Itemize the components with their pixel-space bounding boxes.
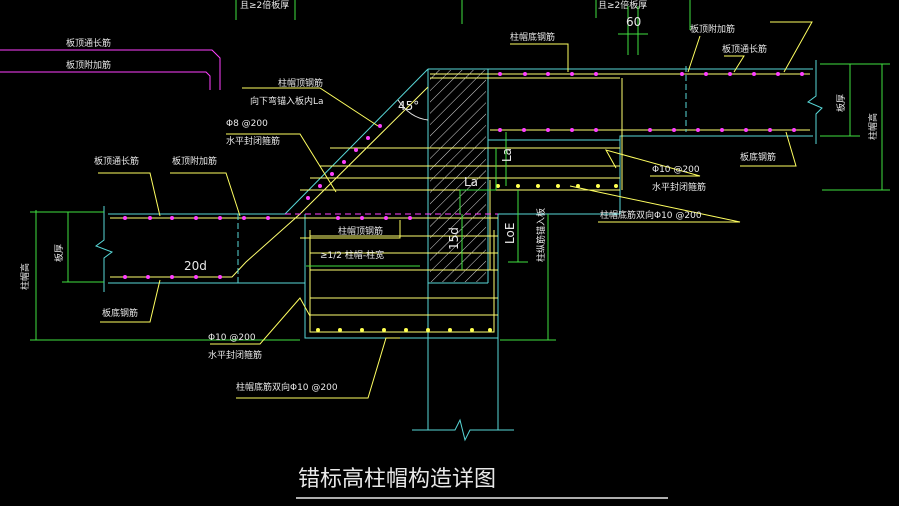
- dim-20d-label: 20d: [184, 259, 207, 273]
- phi10-right-label: Φ10 @200: [652, 165, 700, 175]
- slab-top-through-right-label: 板顶通长筋: [722, 43, 767, 55]
- slab-top-add-right-label: 板顶附加筋: [690, 23, 735, 35]
- dim-60: 60: [626, 15, 641, 29]
- horiz-stirrup-bottom-label: 水平封闭箍筋: [208, 349, 262, 361]
- d15-label: 15d: [447, 227, 461, 250]
- angle-arc: [397, 99, 429, 121]
- slab-top-through-left-label: 板顶通长筋: [66, 37, 111, 49]
- cap-top-bar-label: 柱帽顶钢筋: [278, 77, 323, 89]
- la-label-1: La: [464, 175, 478, 189]
- col-cap-bottom-right-label: 柱帽底钢筋: [510, 31, 555, 43]
- top-left-notes: 且≥2倍板厚 且≥2倍板厚 60: [235, 0, 691, 55]
- phi10-bottom-label: Φ10 @200: [208, 333, 256, 343]
- top-note-right: 且≥2倍板厚: [598, 0, 647, 11]
- loe-label: LoE: [503, 223, 517, 244]
- column-hatch: [430, 70, 486, 282]
- slab-top-add-left-label: 板顶附加筋: [66, 59, 111, 71]
- angle-label: 45°: [398, 99, 419, 113]
- slab-bottom-left-label: 板底钢筋: [102, 307, 138, 319]
- col-cap-height-left-label: 柱帽高: [19, 263, 31, 290]
- leader-lines: [98, 21, 813, 399]
- col-longitudinal-label: 柱纵筋锚入板: [535, 208, 547, 262]
- horiz-stirrup-right-label: 水平封闭箍筋: [652, 181, 706, 193]
- cap-top-bar-anchor-label: 向下弯锚入板内La: [250, 95, 324, 107]
- text-labels: 柱帽顶钢筋 向下弯锚入板内La 45° Φ8 @200 水平封闭箍筋 板顶通长筋…: [19, 23, 879, 393]
- rebar-dots-magenta: [123, 72, 804, 279]
- col-cap-height-right-label: 柱帽高: [867, 113, 879, 140]
- thickness-right-label: 板厚: [835, 94, 847, 112]
- slab-bottom-right-label: 板底钢筋: [740, 151, 776, 163]
- drawing-title: 错标高柱帽构造详图: [298, 467, 496, 492]
- slab-top-through-label-2: 板顶通长筋: [94, 155, 139, 167]
- half-width-label: ≥1/2 柱帽-柱宽: [320, 249, 384, 261]
- cap-bottom-bidir-right-label: 柱帽底筋双向Φ10 @200: [600, 209, 702, 221]
- slab-top-add-label-2: 板顶附加筋: [172, 155, 217, 167]
- cap-bottom-bidir-bottom-label: 柱帽底筋双向Φ10 @200: [236, 381, 338, 393]
- la-label-2: La: [500, 148, 514, 162]
- horiz-stirrup-label-1: 水平封闭箍筋: [226, 135, 280, 147]
- phi8-label: Φ8 @200: [226, 119, 268, 129]
- top-note-left: 且≥2倍板厚: [240, 0, 289, 11]
- purple-leader-lines: 板顶通长筋 板顶附加筋: [0, 37, 221, 90]
- rebar-dots-yellow: [316, 184, 618, 332]
- thickness-left-label: 板厚: [53, 244, 65, 262]
- cap-top-bar-label-3: 柱帽顶钢筋: [338, 225, 383, 237]
- dimension-lines: [30, 63, 890, 341]
- rebar-lines: [110, 73, 810, 333]
